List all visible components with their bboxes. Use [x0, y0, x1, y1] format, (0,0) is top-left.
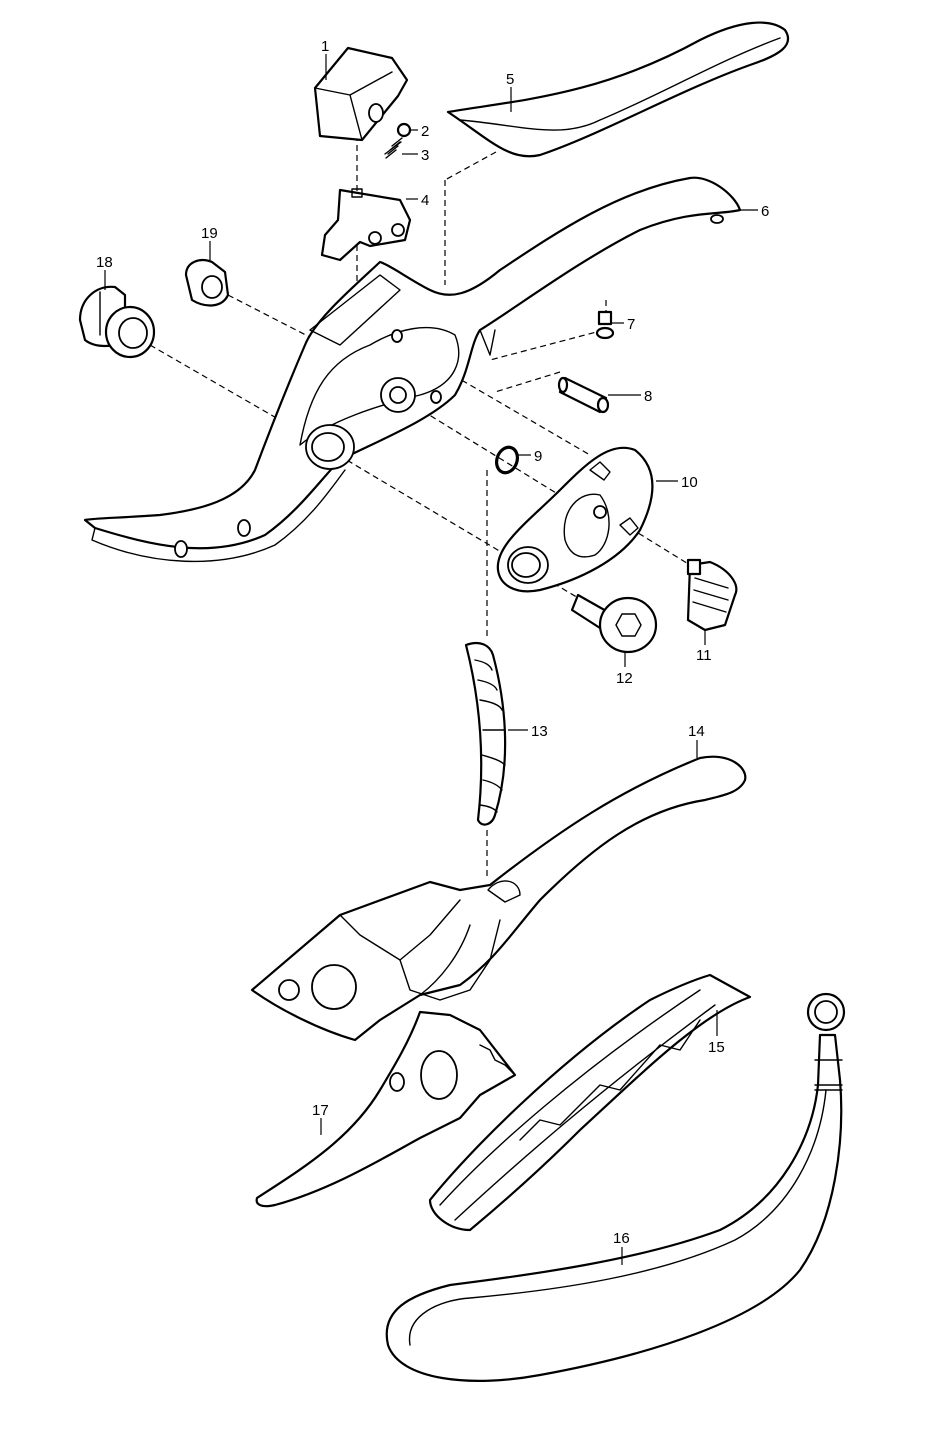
part-18-collar-nut	[78, 285, 156, 359]
callout-2: 2	[421, 123, 429, 140]
part-8-pin	[557, 376, 610, 414]
part-4-latch	[320, 188, 412, 262]
callout-4: 4	[421, 192, 429, 209]
callout-10: 10	[681, 474, 698, 491]
part-2-ball	[396, 122, 412, 138]
part-7-screw	[595, 310, 615, 340]
part-9-o-ring	[495, 445, 519, 475]
callout-16: 16	[613, 1230, 630, 1247]
callout-5: 5	[506, 71, 514, 88]
part-12-pivot-bolt	[570, 593, 658, 654]
part-10-side-plate	[496, 446, 654, 593]
callout-labels: 1 2 3 4 5 6 7 8 9 10 11 12 13 14 15 16 1…	[96, 38, 769, 1247]
part-5-handle-cover	[446, 21, 790, 158]
part-13-grip-insert	[464, 641, 507, 826]
part-15-grip-strip	[428, 973, 752, 1232]
callout-14: 14	[688, 723, 705, 740]
part-3-spring	[384, 137, 403, 159]
callout-11: 11	[696, 647, 712, 664]
callout-7: 7	[627, 316, 635, 333]
callout-9: 9	[534, 448, 542, 465]
callout-15: 15	[708, 1039, 725, 1056]
part-14-lower-handle	[250, 755, 747, 1042]
part-19-bushing	[184, 258, 230, 307]
callout-leader-lines	[104, 54, 758, 1265]
part-11-lock-lever	[686, 558, 738, 632]
part-1-cap-block	[313, 46, 409, 142]
part-16-wrist-strap	[385, 992, 846, 1382]
callout-12: 12	[616, 670, 633, 687]
part-17-blade	[255, 1010, 517, 1208]
callout-3: 3	[421, 147, 429, 164]
callout-1: 1	[321, 38, 329, 55]
callout-6: 6	[761, 203, 769, 220]
part-6-upper-handle-body	[83, 176, 742, 563]
callout-17: 17	[312, 1102, 329, 1119]
callout-13: 13	[531, 723, 548, 740]
callout-8: 8	[644, 388, 652, 405]
callout-18: 18	[96, 254, 113, 271]
callout-19: 19	[201, 225, 218, 242]
